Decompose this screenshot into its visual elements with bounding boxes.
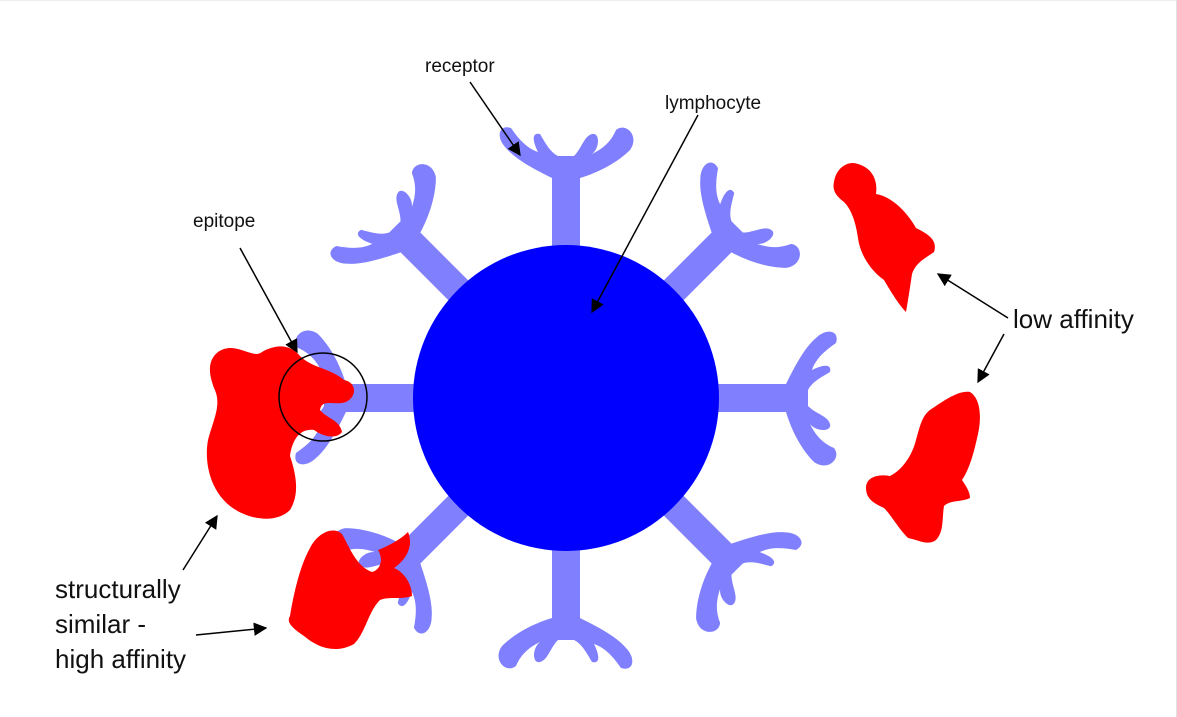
epitope-label: epitope [193,211,255,232]
low-affinity-label: low affinity [1013,304,1134,334]
lymphocyte-cell [413,245,719,551]
high-affinity-arrow-bottom [196,628,266,635]
low-affinity-arrow-top [938,274,1008,318]
epitope-arrow [240,248,297,352]
structurally-similar-label-line3: high affinity [55,644,186,674]
high-affinity-arrow-top [183,516,217,570]
receptor-arrow [470,82,520,155]
lymphocyte-label: lymphocyte [665,93,761,114]
structurally-similar-label-line2: similar - [55,609,146,639]
antigen-low-affinity-top [833,163,934,312]
antigen-low-affinity-bottom [866,392,980,543]
structurally-similar-label-line1: structurally [55,574,181,604]
receptor-label: receptor [425,56,495,77]
low-affinity-arrow-bottom [978,334,1004,382]
